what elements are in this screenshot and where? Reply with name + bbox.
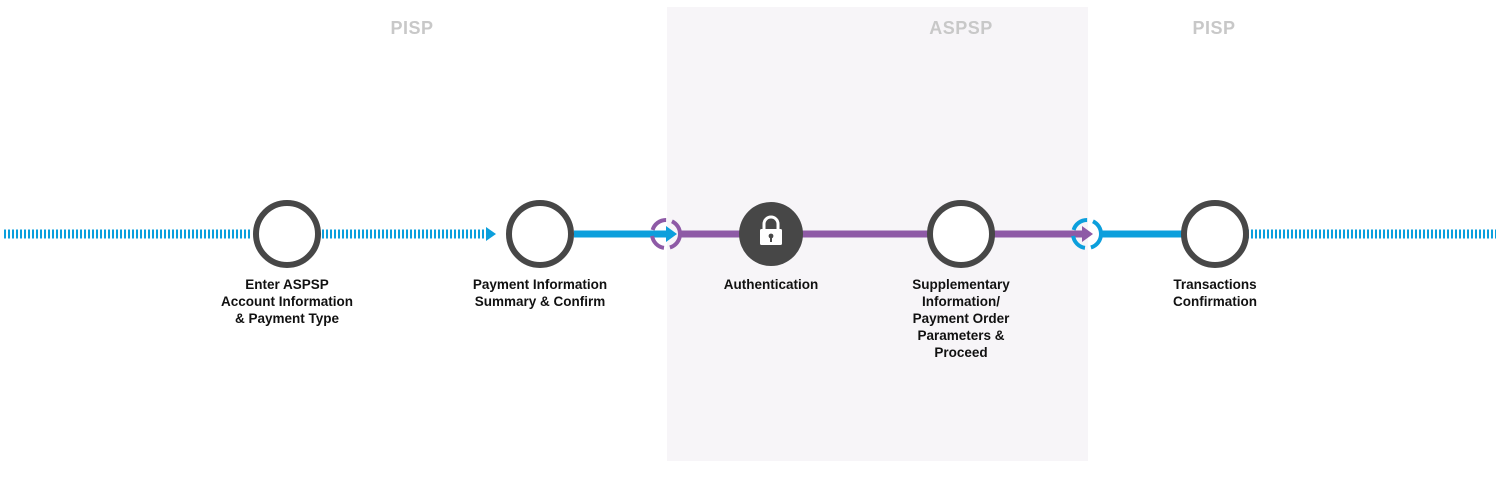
padlock-icon (760, 215, 782, 245)
arrowhead-1-2 (486, 227, 496, 241)
zone-label-aspsp: ASPSP (929, 18, 993, 38)
arrowhead-entry (666, 226, 677, 242)
step-label-enter-aspsp: Enter ASPSP Account Information & Paymen… (221, 277, 353, 326)
step-label-transactions-confirmation: Transactions Confirmation (1173, 277, 1257, 309)
step-node-2 (506, 200, 574, 268)
arrowhead-exit (1082, 226, 1093, 242)
zone-label-pisp-left: PISP (390, 18, 434, 38)
step-label-payment-summary: Payment Information Summary & Confirm (472, 277, 608, 309)
step-node-1 (253, 200, 321, 268)
step-node-5 (1181, 200, 1249, 268)
step-node-4 (927, 200, 995, 268)
step-label-authentication: Authentication (723, 277, 819, 292)
step-label-supplementary: Supplementary Information/ Payment Order… (912, 277, 1010, 360)
zone-label-pisp-right: PISP (1192, 18, 1236, 38)
